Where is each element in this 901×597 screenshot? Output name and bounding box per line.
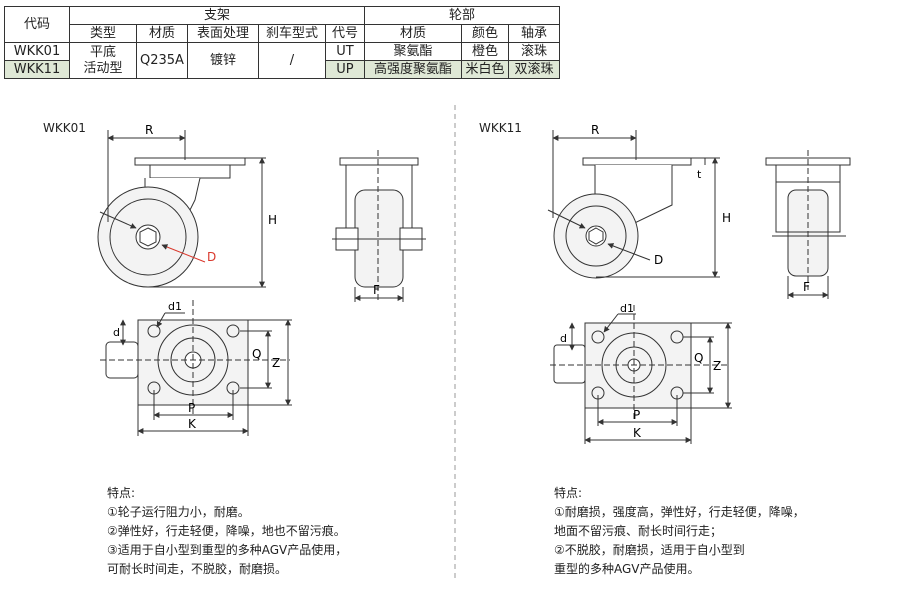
wkk01-note-2: ②弹性好，行走轻便，降噪，地也不留污痕。 <box>107 524 346 538</box>
wkk11-note-3: ②不脱胶，耐磨损，适用于自小型到 <box>554 543 745 557</box>
wkk01-dim-r: R <box>145 123 153 137</box>
wheel-code-header: 代号 <box>324 24 365 43</box>
wkk11-dim-d: D <box>654 253 663 267</box>
code-header: 代码 <box>4 6 70 43</box>
color-header: 颜色 <box>460 24 509 43</box>
wkk11-dim-r: R <box>591 123 599 137</box>
wkk11-notes-title: 特点: <box>554 486 583 500</box>
bearing-up: 双滚珠 <box>507 60 560 79</box>
wkk11-dim-t: t <box>697 168 702 181</box>
wkk11-title: WKK11 <box>479 121 522 135</box>
bearing-ut: 滚珠 <box>507 42 560 61</box>
wkk01-note-4: 可耐长时间走，不脱胶，耐磨损。 <box>107 562 288 576</box>
material-header: 材质 <box>136 24 188 43</box>
wkk01-top-view <box>100 300 292 436</box>
wkk11-dim-d: d <box>560 332 567 345</box>
wheel-material-up: 高强度聚氨酯 <box>363 60 462 79</box>
wkk11-dim-f: F <box>803 280 810 294</box>
wkk11-side-view <box>547 130 720 279</box>
spec-table: 代码 支架 轮部 类型 材质 表面处理 刹车型式 代号 材质 颜色 轴承 WKK… <box>4 6 560 79</box>
wkk01-dim-p: P <box>188 401 195 415</box>
row-code-wkk11: WKK11 <box>4 60 70 79</box>
type-value: 平底 活动型 <box>69 42 137 79</box>
brake-value: / <box>257 42 326 79</box>
type-line2: 活动型 <box>83 60 123 76</box>
wkk01-note-1: ①轮子运行阻力小，耐磨。 <box>107 505 250 519</box>
wkk11-dim-q: Q <box>694 351 703 365</box>
wkk11-dim-z: Z <box>713 359 721 373</box>
wheel-code-up: UP <box>324 60 365 79</box>
wkk01-notes-title: 特点: <box>107 486 136 500</box>
type-line1: 平底 <box>89 44 116 60</box>
wheel-material-ut: 聚氨酯 <box>363 42 462 61</box>
wkk11-note-1: ①耐磨损，强度高，弹性好，行走轻便，降噪， <box>554 505 805 519</box>
wkk01-dim-d: d <box>113 326 120 339</box>
wkk01-side-view <box>97 130 266 288</box>
material-value: Q235A <box>136 42 188 79</box>
wkk01-note-3: ③适用于自小型到重型的多种AGV产品使用， <box>107 543 348 557</box>
wkk01-dim-f: F <box>373 283 380 297</box>
wkk11-dim-p: P <box>633 408 640 422</box>
wkk11-note-2: 地面不留污痕、耐长时间行走； <box>554 524 723 538</box>
wkk01-dim-h: H <box>268 213 277 227</box>
wkk11-dim-k: K <box>633 426 642 440</box>
wkk11-note-4: 重型的多种AGV产品使用。 <box>554 562 700 576</box>
wkk11-dim-d1: d1 <box>620 302 634 315</box>
wkk01-title: WKK01 <box>43 121 86 135</box>
bearing-header: 轴承 <box>507 24 560 43</box>
wkk01-dim-k: K <box>188 417 197 431</box>
wkk11-notes: 特点: ①耐磨损，强度高，弹性好，行走轻便，降噪， 地面不留污痕、耐长时间行走；… <box>554 484 805 579</box>
wkk11-front-view <box>765 150 851 299</box>
wkk01-notes: 特点: ①轮子运行阻力小，耐磨。 ②弹性好，行走轻便，降噪，地也不留污痕。 ③适… <box>107 484 347 579</box>
surface-header: 表面处理 <box>186 24 259 43</box>
wkk01-front-view <box>332 150 426 302</box>
wkk01-dim-q: Q <box>252 347 261 361</box>
color-up: 米白色 <box>460 60 509 79</box>
wkk11-dim-h: H <box>722 211 731 225</box>
wkk01-dim-d: D <box>207 250 216 264</box>
wkk11-top-view <box>550 305 732 444</box>
wkk01-dim-z: Z <box>272 356 280 370</box>
wkk01-dim-d1: d1 <box>168 300 182 313</box>
surface-value: 镀锌 <box>186 42 259 79</box>
